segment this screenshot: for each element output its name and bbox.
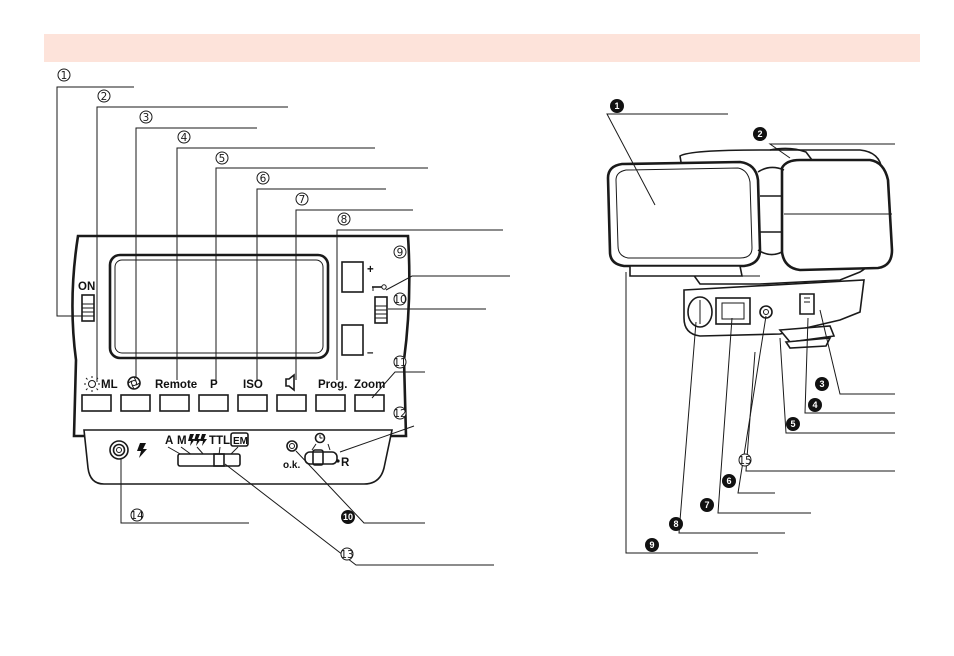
ml-button[interactable] [81, 394, 112, 412]
plus-label: + [367, 264, 374, 276]
prog-button[interactable] [315, 394, 346, 412]
test-button[interactable] [109, 440, 129, 460]
callout-bold-10-left: 10 [343, 512, 353, 522]
timer-icon [314, 432, 326, 444]
callout-bold-8: 8 [673, 519, 678, 529]
callout-5: 5 [219, 153, 226, 165]
remote-label: Remote [155, 379, 197, 391]
mode-em-label: EM [233, 436, 248, 447]
callout-8: 8 [341, 214, 348, 226]
plus-button[interactable] [341, 261, 364, 293]
multi-flash-icon [188, 434, 207, 446]
control-panel: ON + – [71, 234, 411, 485]
mode-slider-knob[interactable] [213, 453, 225, 467]
callout-14: 14 [130, 510, 144, 522]
callout-bold-1: 1 [614, 101, 619, 111]
p-button[interactable] [198, 394, 229, 412]
r-switch-knob[interactable] [312, 449, 324, 466]
minus-button[interactable] [341, 324, 364, 356]
header-banner [44, 34, 920, 62]
callout-7: 7 [299, 194, 306, 206]
callout-bold-9: 9 [649, 540, 654, 550]
flash-side-panel [780, 158, 894, 272]
flash-bolt-icon [137, 443, 147, 458]
key-lock-icon [372, 284, 387, 291]
remote-button[interactable] [159, 394, 190, 412]
lcd-screen-outer [108, 253, 330, 360]
iso-button[interactable] [237, 394, 268, 412]
mode-m-label: M [177, 435, 187, 447]
aperture-button[interactable] [120, 394, 151, 412]
callout-11: 11 [393, 357, 406, 369]
callout-15: 15 [738, 455, 751, 467]
em-box [230, 432, 249, 447]
minus-label: – [367, 347, 374, 359]
callout-bold-3: 3 [819, 379, 824, 389]
ok-led [286, 440, 298, 452]
callout-1: 1 [61, 70, 68, 82]
left-callout-leaders [56, 86, 510, 566]
callout-bold-7: 7 [704, 500, 709, 510]
r-switch[interactable] [304, 451, 338, 465]
right-callout-numbers: 1 2 3 4 5 15 6 7 8 9 [610, 99, 829, 552]
mode-slider[interactable] [177, 453, 241, 467]
aperture-icon [127, 376, 141, 390]
left-callout-numbers: 1 2 3 4 5 6 7 8 9 10 11 12 13 14 10 [57, 68, 407, 561]
base-lcd [715, 297, 751, 325]
flash-head-front [606, 160, 762, 268]
speaker-button[interactable] [276, 394, 307, 412]
ml-label: ML [101, 379, 118, 391]
callout-bold-2: 2 [757, 129, 762, 139]
callout-4: 4 [181, 132, 188, 144]
callout-bold-5: 5 [790, 419, 795, 429]
iso-label: ISO [243, 379, 263, 391]
panel-outline [71, 234, 411, 438]
zoom-button[interactable] [354, 394, 385, 412]
p-label: P [210, 379, 218, 391]
mode-a-label: A [165, 435, 173, 447]
mode-ttl-label: TTL [209, 435, 230, 447]
callout-12: 12 [393, 408, 406, 420]
callout-bold-6: 6 [726, 476, 731, 486]
speaker-icon [285, 373, 295, 392]
zoom-label: Zoom [354, 379, 385, 391]
callout-9: 9 [397, 247, 404, 259]
callout-13: 13 [340, 549, 353, 561]
callout-2: 2 [101, 91, 108, 103]
right-callout-leaders [606, 113, 895, 554]
callout-bold-4: 4 [812, 400, 817, 410]
callout-10: 10 [393, 294, 406, 306]
prog-label: Prog. [318, 379, 347, 391]
on-label: ON [78, 281, 95, 293]
lcd-screen-inner [114, 259, 324, 354]
callout-6: 6 [260, 173, 267, 185]
r-label: R [341, 457, 350, 469]
ok-label: o.k. [283, 460, 300, 471]
callout-3: 3 [143, 112, 150, 124]
flash-unit [606, 147, 894, 349]
